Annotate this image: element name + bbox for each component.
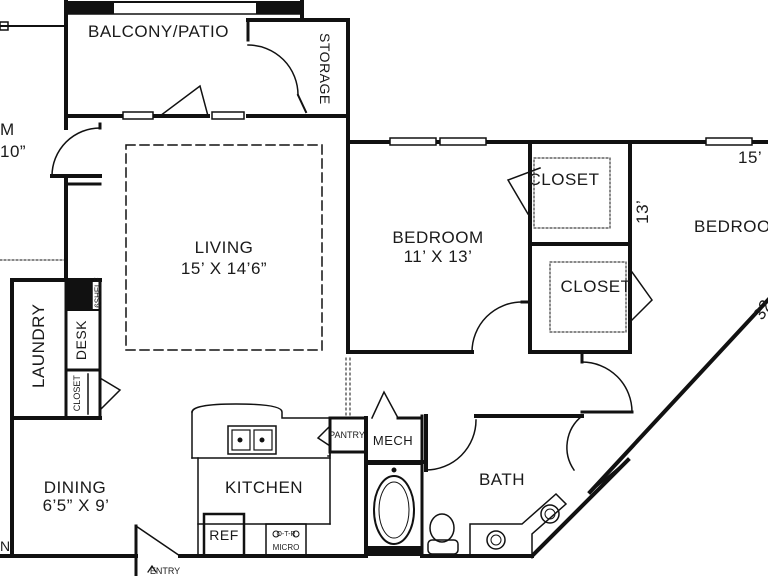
pantry-label: PANTRY [329, 430, 365, 440]
closets [506, 137, 768, 354]
living-size: 15’ X 14’6” [180, 259, 268, 278]
living-area-outline [125, 144, 323, 351]
pantry-mech-walls [316, 390, 424, 558]
storage-label: STORAGE [317, 33, 334, 105]
bath-fixtures [365, 463, 568, 557]
hallway-walls [424, 350, 634, 472]
bedroom2-size-fragment: 15’ [738, 148, 763, 167]
bedroom2-side-dim: 13’ [633, 199, 653, 224]
left-fragment-top: M [0, 120, 15, 139]
left-walls [0, 114, 102, 558]
ref-label: REF [209, 527, 239, 543]
entry-label: ENTRY [149, 566, 181, 576]
mech-label: MECH [372, 433, 414, 448]
dining-size: 6’5” X 9’ [42, 496, 110, 515]
bedroom-label: BEDROOM [392, 228, 484, 247]
laundry-label: LAUNDRY [29, 303, 49, 388]
bottom-walls [10, 524, 534, 576]
living-bedroom-wall [345, 114, 532, 419]
shelf-label: 6SHELF [93, 277, 103, 308]
closet-upper-label: CLOSET [528, 170, 600, 189]
closet-lower-label: CLOSET [560, 277, 632, 296]
otr-label: O-T-R [276, 531, 296, 538]
micro-label: MICRO [272, 543, 300, 552]
balcony-walls [64, 0, 350, 118]
laundry-desk-block [64, 278, 122, 420]
bedroom-size: 11’ X 13’ [403, 247, 473, 266]
desk-label: DESK [72, 319, 89, 361]
diagonal-wall [529, 297, 768, 559]
dining-label: DINING [43, 478, 107, 497]
bedroom2-label: BEDROO [694, 217, 768, 236]
living-label: LIVING [194, 238, 254, 257]
left-bottom-fragment: N. [0, 538, 15, 554]
bath-label: BATH [478, 470, 526, 489]
left-fragment-bottom: 10” [0, 142, 27, 161]
small-closet-label: CLOSET [71, 375, 82, 412]
balcony-label: BALCONY/PATIO [88, 22, 229, 41]
kitchen-label: KITCHEN [224, 478, 304, 497]
living-top-wall [0, 21, 350, 120]
